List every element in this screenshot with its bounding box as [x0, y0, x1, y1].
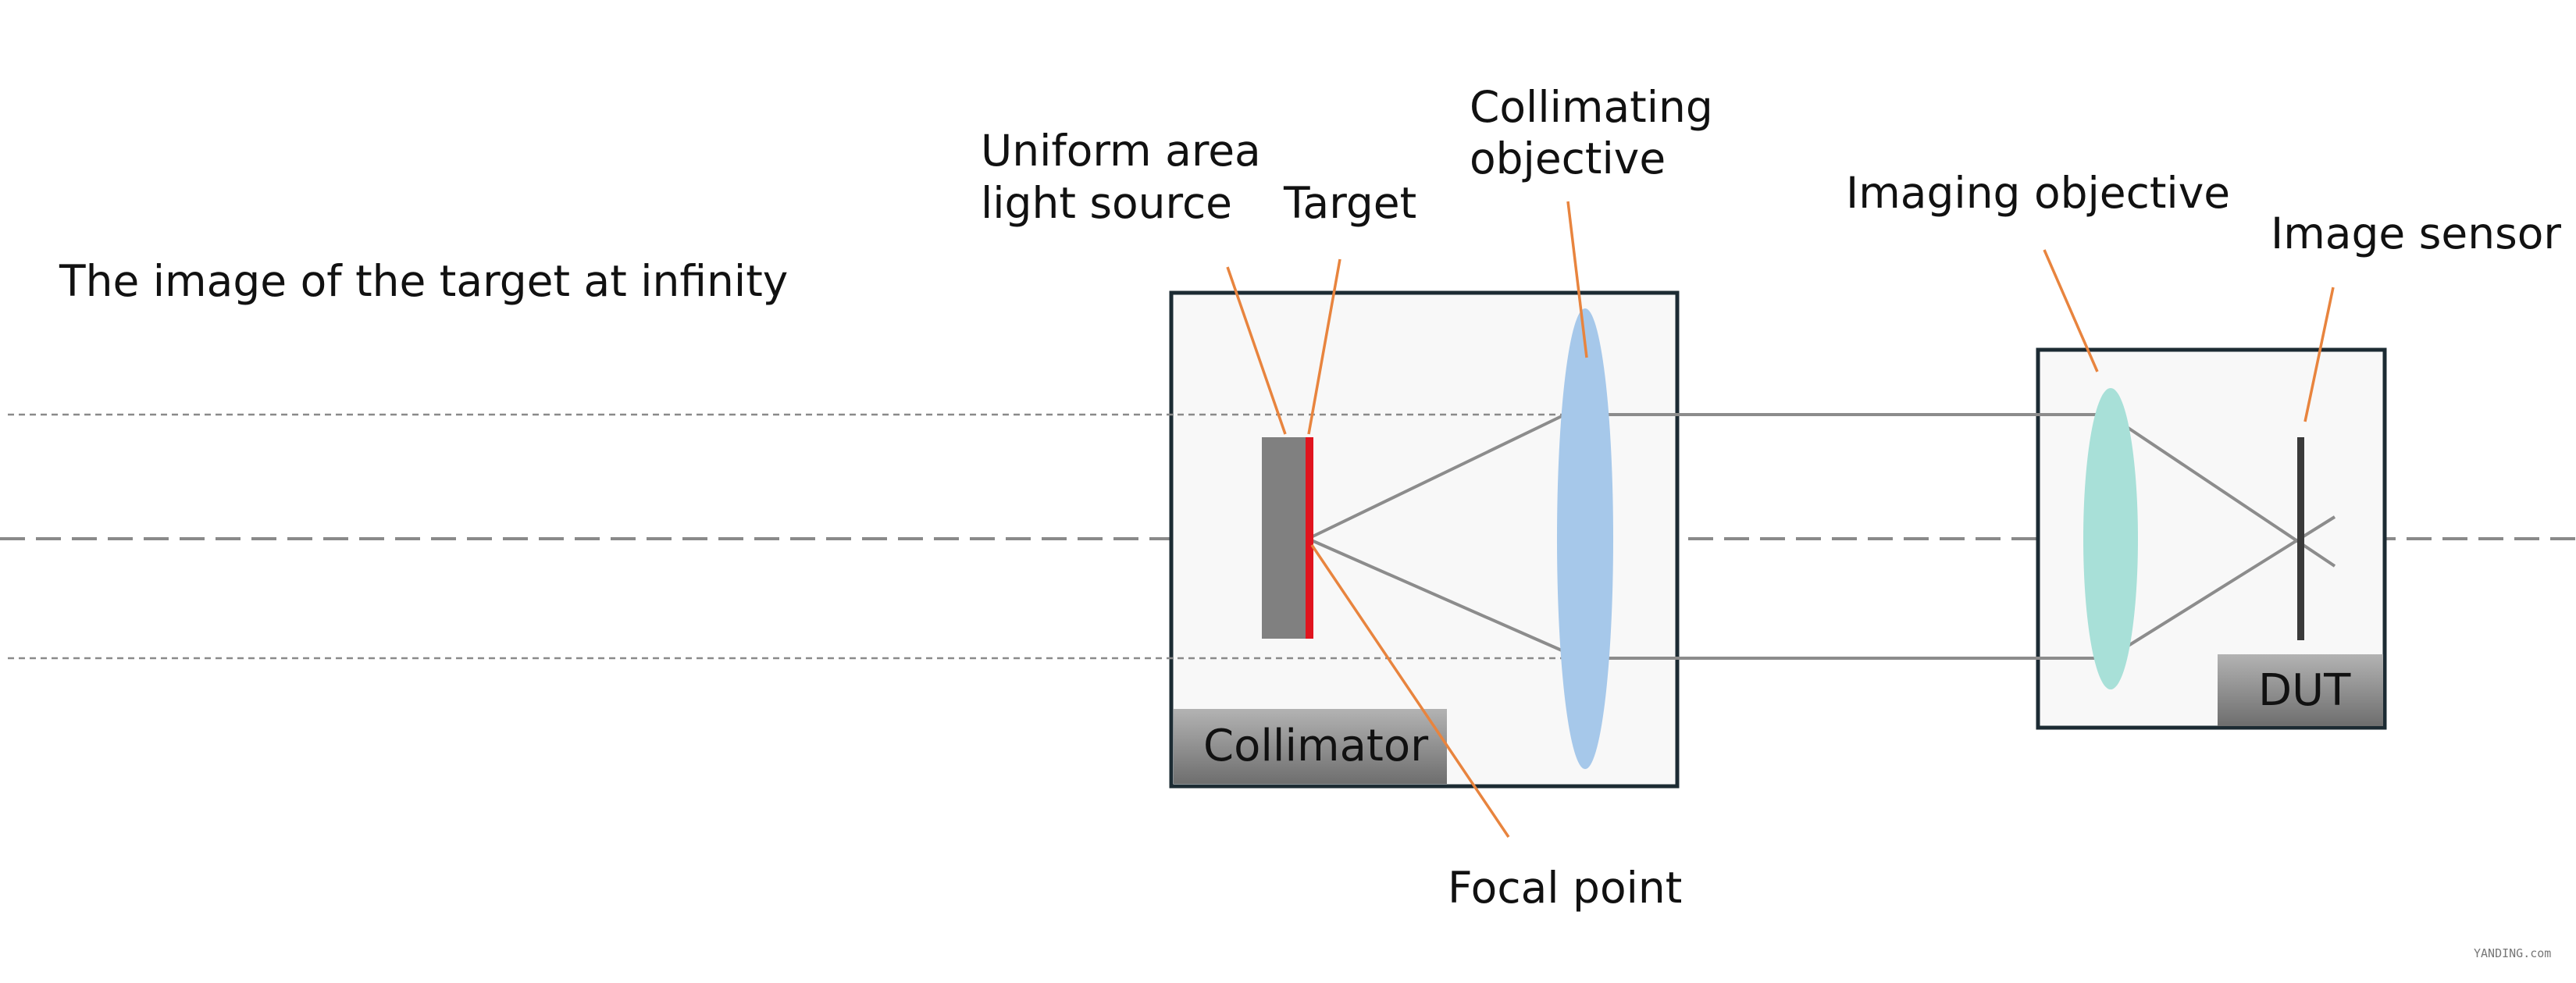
ray-imaging-to-sensor-lower — [2107, 515, 2336, 660]
leader-line-focal-point — [1310, 544, 1510, 838]
watermark: YANDING.com — [2474, 946, 2551, 960]
leader-line-collimating-objective — [1566, 201, 1588, 358]
target-label: Target — [1283, 178, 1416, 228]
biconvex-lens-icon — [2083, 388, 2138, 689]
focal-point-label: Focal point — [1448, 863, 1682, 913]
dut-tag — [2218, 654, 2383, 726]
dut-label: DUT — [2258, 665, 2351, 716]
leader-line-light-source — [1226, 266, 1287, 435]
infinity-image-label: The image of the target at infinity — [59, 256, 788, 306]
ray-target-to-lens-lower — [1307, 537, 1562, 652]
leader-line-imaging-objective — [2043, 249, 2099, 372]
collimating-objective-label-line2: objective — [1470, 134, 1666, 183]
uniform-light-source — [1262, 437, 1306, 639]
collimating-objective-label-line1: Collimating — [1470, 82, 1713, 132]
collimator-label: Collimator — [1203, 721, 1429, 771]
uniform-light-source-label-line2: light source — [981, 178, 1232, 228]
image-sensor-label: Image sensor — [2271, 208, 2561, 258]
uniform-light-source-label-line1: Uniform area — [981, 126, 1261, 176]
biconvex-lens-icon — [1557, 308, 1613, 769]
ray-target-to-lens-upper — [1307, 415, 1562, 540]
collimator-tag — [1174, 709, 1447, 784]
leader-line-target — [1307, 258, 1341, 435]
imaging-objective-label: Imaging objective — [1846, 168, 2230, 218]
image-sensor-bar — [2297, 437, 2304, 640]
target-bar — [1306, 437, 1313, 639]
leader-line-image-sensor — [2303, 287, 2335, 422]
